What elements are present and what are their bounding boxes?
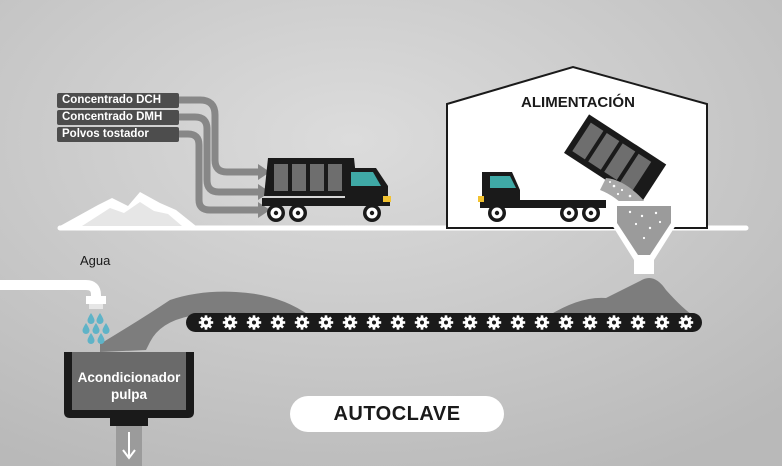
source-label-boxes	[57, 93, 179, 142]
feed-pipes	[178, 96, 262, 214]
conveyor-gear-icon	[414, 315, 430, 330]
conveyor-gear-icon	[198, 315, 214, 330]
feed-arrows	[258, 164, 270, 218]
conditioner-tank	[64, 352, 194, 466]
water-pipe	[0, 280, 106, 309]
conveyor-gear-icon	[462, 315, 478, 330]
conveyor-gear-icon	[246, 315, 262, 330]
conveyor-gear-icon	[534, 315, 550, 330]
hopper	[612, 201, 676, 274]
autoclave-button[interactable]: AUTOCLAVE	[290, 396, 504, 432]
ore-pile-right	[548, 278, 694, 316]
conveyor-gear-icon	[582, 315, 598, 330]
conveyor-gear-icon	[558, 315, 574, 330]
source-label-dmh: Concentrado DMH	[62, 111, 163, 123]
source-label-polvos: Polvos tostador	[62, 128, 149, 140]
conveyor-belt	[186, 313, 702, 332]
loaded-truck	[262, 158, 391, 222]
ore-pile-left	[100, 291, 310, 352]
conveyor-gear-icon	[294, 315, 310, 330]
building-title: ALIMENTACIÓN	[521, 94, 635, 111]
conveyor-gear-icon	[366, 315, 382, 330]
source-label-dch: Concentrado DCH	[62, 94, 162, 106]
conditioner-label-line2: pulpa	[111, 387, 147, 402]
conditioner-label-line1: Acondicionador	[77, 370, 181, 385]
conveyor-gear-icon	[510, 315, 526, 330]
conveyor-gear-icon	[486, 315, 502, 330]
conveyor-gear-icon	[318, 315, 334, 330]
conveyor-gear-icon	[438, 315, 454, 330]
conveyor-gear-icon	[222, 315, 238, 330]
tipping-truck	[478, 114, 667, 222]
conveyor-gear-icon	[678, 315, 694, 330]
conveyor-gear-icon	[270, 315, 286, 330]
conveyor-gear-icon	[606, 315, 622, 330]
conditioner-label: Acondicionador pulpa	[66, 369, 192, 403]
conveyor-gear-icon	[654, 315, 670, 330]
conveyor-gear-icon	[342, 315, 358, 330]
ore-mountains	[60, 192, 196, 226]
water-label: Agua	[80, 253, 111, 268]
conveyor-gear-icon	[630, 315, 646, 330]
conveyor-gear-icon	[390, 315, 406, 330]
